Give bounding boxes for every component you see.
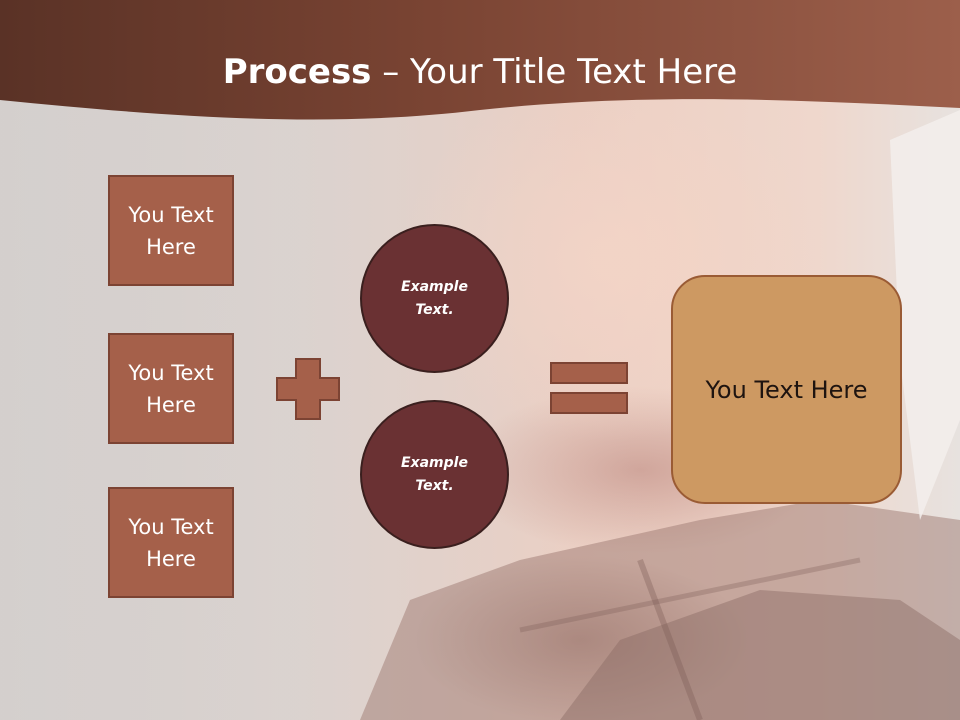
header-band: [0, 0, 960, 120]
circle-label: Example Text.: [401, 454, 468, 494]
page-title: Process – Your Title Text Here: [0, 52, 960, 92]
result-label: You Text Here: [705, 375, 868, 404]
example-circle-1[interactable]: Example Text.: [360, 224, 509, 373]
plus-icon: [276, 358, 340, 420]
title-rest: – Your Title Text Here: [371, 52, 738, 92]
example-circle-2[interactable]: Example Text.: [360, 400, 509, 549]
text-box-label: You Text Here: [128, 514, 214, 571]
text-box-label: You Text Here: [128, 360, 214, 417]
title-bold: Process: [222, 52, 372, 92]
text-box-label: You Text Here: [128, 202, 214, 259]
circle-label: Example Text.: [401, 278, 468, 318]
equals-top-bar: [550, 362, 628, 384]
text-box-2[interactable]: You Text Here: [108, 333, 234, 444]
text-box-1[interactable]: You Text Here: [108, 175, 234, 286]
result-box[interactable]: You Text Here: [671, 275, 902, 504]
text-box-3[interactable]: You Text Here: [108, 487, 234, 598]
equals-bottom-bar: [550, 392, 628, 414]
